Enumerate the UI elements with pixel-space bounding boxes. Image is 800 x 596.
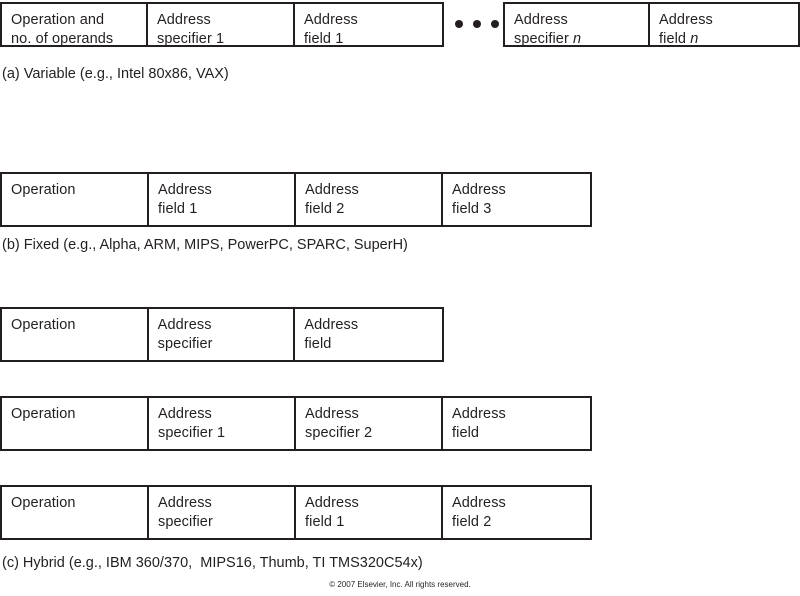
caption-hybrid: (c) Hybrid (e.g., IBM 360/370, MIPS16, T… — [2, 555, 423, 571]
hybrid3-cell-address-field-2: Address field 2 — [452, 495, 506, 530]
variable-cell-address-field-n: Address field n — [650, 4, 798, 45]
hybrid1-cell-address-field: Address field — [304, 317, 359, 352]
hybrid3-cell-address-field-1: Address field 1 — [296, 487, 443, 538]
ellipsis-dot-2 — [473, 20, 481, 28]
hybrid1-cell-address-specifier: Address specifier — [149, 309, 296, 360]
variable-format-left-block: Operation and no. of operands Address sp… — [0, 2, 444, 47]
hybrid-format-block-2: Operation Address specifier 1 Address sp… — [0, 396, 592, 451]
hybrid3-cell-operation: Operation — [2, 487, 149, 538]
fixed-cell-operation: Operation — [2, 174, 149, 225]
hybrid-format-block-3: Operation Address specifier Address fiel… — [0, 485, 592, 540]
fixed-format-block: Operation Address field 1 Address field … — [0, 172, 592, 227]
variable-format-right-block: Address specifier n Address field n — [503, 2, 800, 47]
fixed-cell-address-field-1: Address field 1 — [149, 174, 296, 225]
hybrid2-cell-address-specifier-1: Address specifier 1 — [149, 398, 296, 449]
hybrid1-cell-operation: Operation — [2, 309, 149, 360]
copyright-notice: © 2007 Elsevier, Inc. All rights reserve… — [329, 580, 471, 589]
ellipsis-dot-3 — [491, 20, 499, 28]
fixed-cell-address-field-2: Address field 2 — [296, 174, 443, 225]
hybrid2-cell-operation: Operation — [2, 398, 149, 449]
variable-specifier-n-line2-prefix: specifier — [514, 30, 574, 46]
hybrid3-cell-address-specifier: Address specifier — [149, 487, 296, 538]
ellipsis-icon — [455, 17, 499, 31]
hybrid2-cell-address-field: Address field — [452, 406, 506, 441]
caption-fixed: (b) Fixed (e.g., Alpha, ARM, MIPS, Power… — [2, 237, 408, 253]
fixed-cell-address-field-3: Address field 3 — [452, 182, 506, 217]
ellipsis-dot-1 — [455, 20, 463, 28]
variable-field-n-line2-prefix: field — [659, 30, 691, 46]
variable-specifier-n-line1: Address — [514, 12, 568, 28]
variable-field-n-index: n — [690, 30, 699, 46]
variable-cell-operation-and-operand-count: Operation and no. of operands — [2, 4, 148, 45]
caption-variable: (a) Variable (e.g., Intel 80x86, VAX) — [2, 66, 229, 82]
variable-cell-address-field-1: Address field 1 — [304, 12, 358, 45]
variable-cell-address-specifier-n: Address specifier n — [505, 4, 650, 45]
hybrid2-cell-address-specifier-2: Address specifier 2 — [296, 398, 443, 449]
hybrid-format-block-1: Operation Address specifier Address fiel… — [0, 307, 444, 362]
variable-specifier-n-index: n — [573, 30, 582, 46]
variable-field-n-line1: Address — [659, 12, 713, 28]
variable-cell-address-specifier-1: Address specifier 1 — [148, 4, 295, 45]
